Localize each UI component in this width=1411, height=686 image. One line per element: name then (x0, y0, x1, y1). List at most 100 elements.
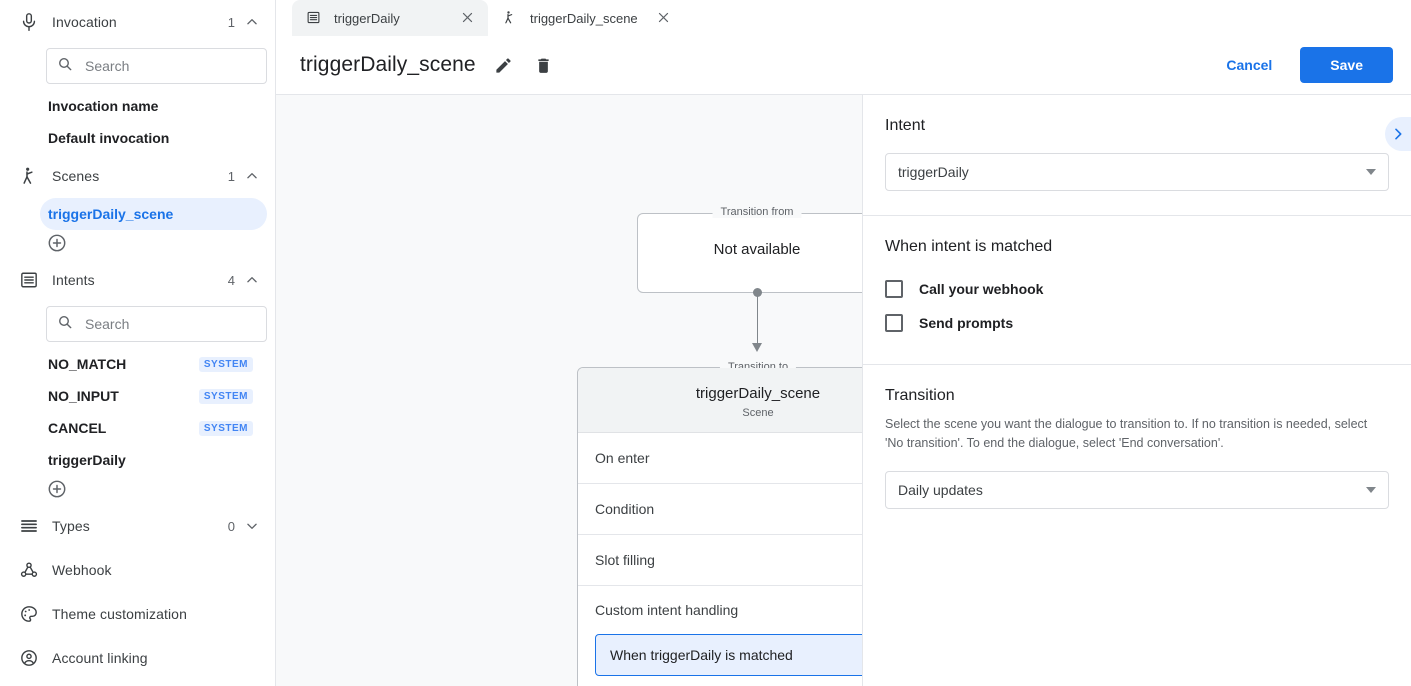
tab-triggerdaily-scene[interactable]: triggerDaily_scene (488, 0, 684, 36)
scene-card-header: triggerDaily_scene Scene (578, 368, 862, 433)
panel-section-when-matched: When intent is matched Call your webhook… (863, 216, 1411, 365)
intent-heading: Intent (885, 117, 926, 134)
sidebar-item-triggerdaily-scene[interactable]: triggerDaily_scene (40, 198, 267, 230)
title-bar: triggerDaily_scene Cancel Save (276, 36, 1411, 95)
sidebar-item-label: triggerDaily_scene (48, 206, 174, 222)
sidebar-section-types[interactable]: Types 0 (0, 504, 275, 548)
sidebar-section-scenes[interactable]: Scenes 1 (0, 154, 275, 198)
transition-heading: Transition (885, 387, 955, 404)
when-matched-heading: When intent is matched (885, 238, 1053, 255)
sidebar-item-label: NO_MATCH (48, 356, 127, 372)
chevron-down-icon (1366, 486, 1376, 493)
transition-select[interactable]: Daily updates (885, 470, 1389, 509)
scene-graph-canvas[interactable]: Transition from Not available Transition… (276, 95, 862, 686)
scene-card[interactable]: Transition to triggerDaily_scene Scene O… (577, 361, 862, 686)
intents-icon (306, 10, 322, 26)
checkbox-label: Send prompts (919, 315, 1014, 331)
invocation-search-box[interactable] (46, 48, 267, 84)
close-icon[interactable] (460, 10, 476, 26)
scene-card-title: triggerDaily_scene (695, 385, 821, 402)
checkbox-box[interactable] (885, 280, 903, 298)
cancel-button[interactable]: Cancel (1212, 48, 1286, 82)
checkbox-call-your-webhook[interactable]: Call your webhook (885, 272, 1389, 306)
scene-icon (502, 10, 518, 26)
scene-card-subtitle: Scene (742, 407, 774, 419)
save-button[interactable]: Save (1300, 47, 1393, 83)
tab-label: triggerDaily (334, 10, 400, 26)
intent-handler-label: When triggerDaily is matched (610, 647, 793, 663)
sidebar-item-invocation-name[interactable]: Invocation name (40, 90, 267, 122)
search-icon (57, 56, 73, 77)
webhook-icon (18, 559, 40, 581)
scene-row-label: Custom intent handling (595, 602, 739, 618)
chevron-down-icon (245, 519, 259, 533)
checkbox-box[interactable] (885, 314, 903, 332)
properties-panel: Intent triggerDaily When intent is match… (862, 95, 1411, 686)
sidebar-item-label: NO_INPUT (48, 388, 119, 404)
transition-from-node[interactable]: Transition from Not available (637, 206, 862, 293)
connector-dot (753, 288, 762, 297)
types-icon (18, 515, 40, 537)
add-intent-button[interactable] (46, 478, 68, 500)
sidebar-section-label: Scenes (52, 168, 100, 184)
sidebar-item-default-invocation[interactable]: Default invocation (40, 122, 267, 154)
close-icon[interactable] (656, 10, 672, 26)
add-scene-button[interactable] (46, 232, 68, 254)
sidebar-item-label: Invocation name (48, 98, 159, 114)
invocation-search-wrap (0, 44, 275, 90)
sidebar-item-label: Theme customization (52, 606, 187, 622)
sidebar-item-account-linking[interactable]: Account linking (0, 636, 275, 680)
intents-search-box[interactable] (46, 306, 267, 342)
scene-row-slot-filling[interactable]: Slot filling + (578, 535, 862, 586)
intents-search-wrap (0, 302, 275, 348)
scene-group-custom-intent-handling: Custom intent handling + When triggerDai… (578, 586, 862, 686)
sidebar-section-invocation[interactable]: Invocation 1 (0, 0, 275, 44)
tab-strip: triggerDaily triggerDaily_scene (276, 0, 1411, 36)
sidebar-item-label: triggerDaily (48, 452, 126, 468)
main-column: triggerDaily triggerDaily_scene (276, 0, 1411, 686)
sidebar-item-label: Webhook (52, 562, 112, 578)
chevron-up-icon (245, 15, 259, 29)
intent-select-value: triggerDaily (898, 164, 969, 180)
page-title: triggerDaily_scene (300, 53, 476, 76)
transition-select-value: Daily updates (898, 481, 983, 498)
sidebar-item-no-match[interactable]: NO_MATCH SYSTEM (40, 348, 267, 380)
pencil-icon[interactable] (494, 54, 516, 76)
tab-label: triggerDaily_scene (530, 10, 638, 26)
trash-icon[interactable] (534, 54, 556, 76)
intents-search-input[interactable] (83, 315, 256, 333)
sidebar-section-intents[interactable]: Intents 4 (0, 258, 275, 302)
scene-row-condition[interactable]: Condition + (578, 484, 862, 535)
scene-row-label: Slot filling (595, 552, 655, 568)
checkbox-send-prompts[interactable]: Send prompts (885, 306, 1389, 340)
sidebar-item-theme-customization[interactable]: Theme customization (0, 592, 275, 636)
sidebar-section-label: Intents (52, 272, 95, 288)
transition-description: Select the scene you want the dialogue t… (885, 417, 1368, 450)
microphone-icon (18, 11, 40, 33)
chevron-down-icon (1366, 169, 1376, 175)
tab-triggerdaily[interactable]: triggerDaily (292, 0, 488, 36)
invocation-search-input[interactable] (83, 57, 256, 75)
scene-row-on-enter[interactable]: On enter + (578, 433, 862, 484)
status-badge: SYSTEM (198, 420, 253, 436)
sidebar-item-backend-services[interactable]: Backend services (0, 680, 275, 686)
intent-select[interactable]: triggerDaily (885, 153, 1389, 191)
sidebar-section-count: 4 (227, 272, 235, 288)
scene-row-label: On enter (595, 450, 650, 466)
connector-line-vertical (757, 293, 758, 345)
intent-handler-chip[interactable]: When triggerDaily is matched (595, 634, 862, 676)
chevron-right-icon[interactable] (1385, 117, 1411, 151)
scene-row-custom-intent-handling[interactable]: Custom intent handling + (578, 586, 862, 634)
sidebar-item-triggerdaily[interactable]: triggerDaily (40, 444, 267, 476)
palette-icon (18, 603, 40, 625)
node-legend: Transition from (712, 206, 802, 218)
status-badge: SYSTEM (198, 356, 253, 372)
panel-section-transition: Transition Select the scene you want the… (863, 365, 1411, 533)
status-badge: SYSTEM (198, 388, 253, 404)
sidebar-item-cancel[interactable]: CANCEL SYSTEM (40, 412, 267, 444)
sidebar-item-webhook[interactable]: Webhook (0, 548, 275, 592)
sidebar-item-no-input[interactable]: NO_INPUT SYSTEM (40, 380, 267, 412)
scene-icon (18, 165, 40, 187)
chevron-up-icon (245, 169, 259, 183)
